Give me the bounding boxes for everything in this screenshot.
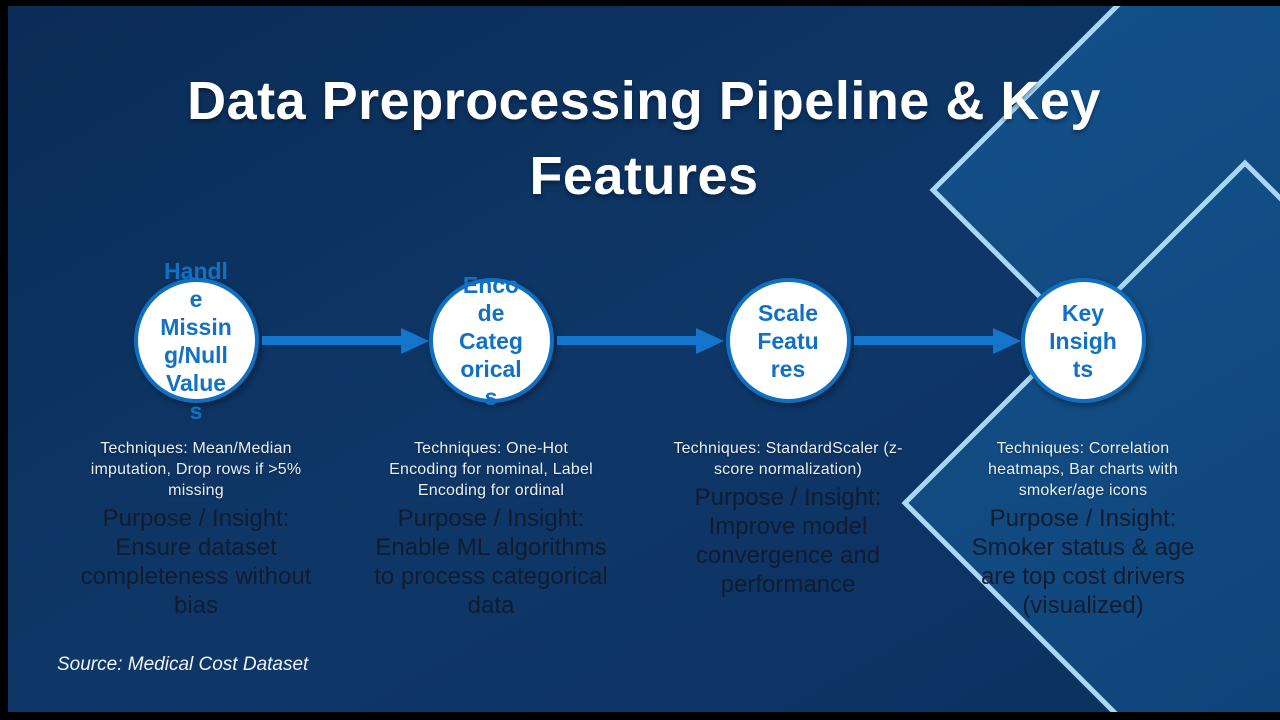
step-column-key-insights: Techniques: Correlation heatmaps, Bar ch… <box>943 438 1223 620</box>
purpose-text: Purpose / Insight: Ensure dataset comple… <box>80 505 312 619</box>
purpose-text: Purpose / Insight: Improve model converg… <box>694 484 882 598</box>
step-circle-scale-features <box>725 278 851 403</box>
arrow-head-1 <box>401 328 429 354</box>
arrow-connector-1 <box>262 336 401 345</box>
step-column-handle-missing: Techniques: Mean/Median imputation, Drop… <box>56 438 336 620</box>
step-circle-key-insights <box>1020 278 1146 403</box>
arrow-head-2 <box>696 328 724 354</box>
arrow-head-3 <box>993 328 1021 354</box>
step-label-handle-missing: Handl e Missin g/Null Value s <box>160 258 232 424</box>
purpose-text: Purpose / Insight: Smoker status & age a… <box>971 505 1195 619</box>
slide-title: Data Preprocessing Pipeline & Key Featur… <box>187 71 1101 206</box>
step-label-encode-categoricals: Enco de Categ orical s <box>459 272 523 410</box>
arrow-connector-2 <box>557 336 696 345</box>
step-column-encode-categoricals: Techniques: One-Hot Encoding for nominal… <box>351 438 631 620</box>
arrow-connector-3 <box>854 336 993 345</box>
techniques-text: Techniques: Mean/Median imputation, Drop… <box>90 440 302 499</box>
source-note: Source: Medical Cost Dataset <box>57 654 309 675</box>
techniques-text: Techniques: StandardScaler (z- score nor… <box>673 440 903 478</box>
step-label-scale-features: Scale Featu res <box>757 300 819 382</box>
techniques-text: Techniques: Correlation heatmaps, Bar ch… <box>988 440 1178 499</box>
techniques-text: Techniques: One-Hot Encoding for nominal… <box>389 440 593 499</box>
purpose-text: Purpose / Insight: Enable ML algorithms … <box>374 505 608 619</box>
slide-canvas: Data Preprocessing Pipeline & Key Featur… <box>8 6 1280 712</box>
step-circle-handle-missing <box>133 278 259 403</box>
step-column-scale-features: Techniques: StandardScaler (z- score nor… <box>648 438 928 599</box>
step-circle-encode-categoricals <box>428 278 554 403</box>
step-label-key-insights: Key Insigh ts <box>1049 300 1117 382</box>
background-diamond-bottom <box>901 159 1280 712</box>
